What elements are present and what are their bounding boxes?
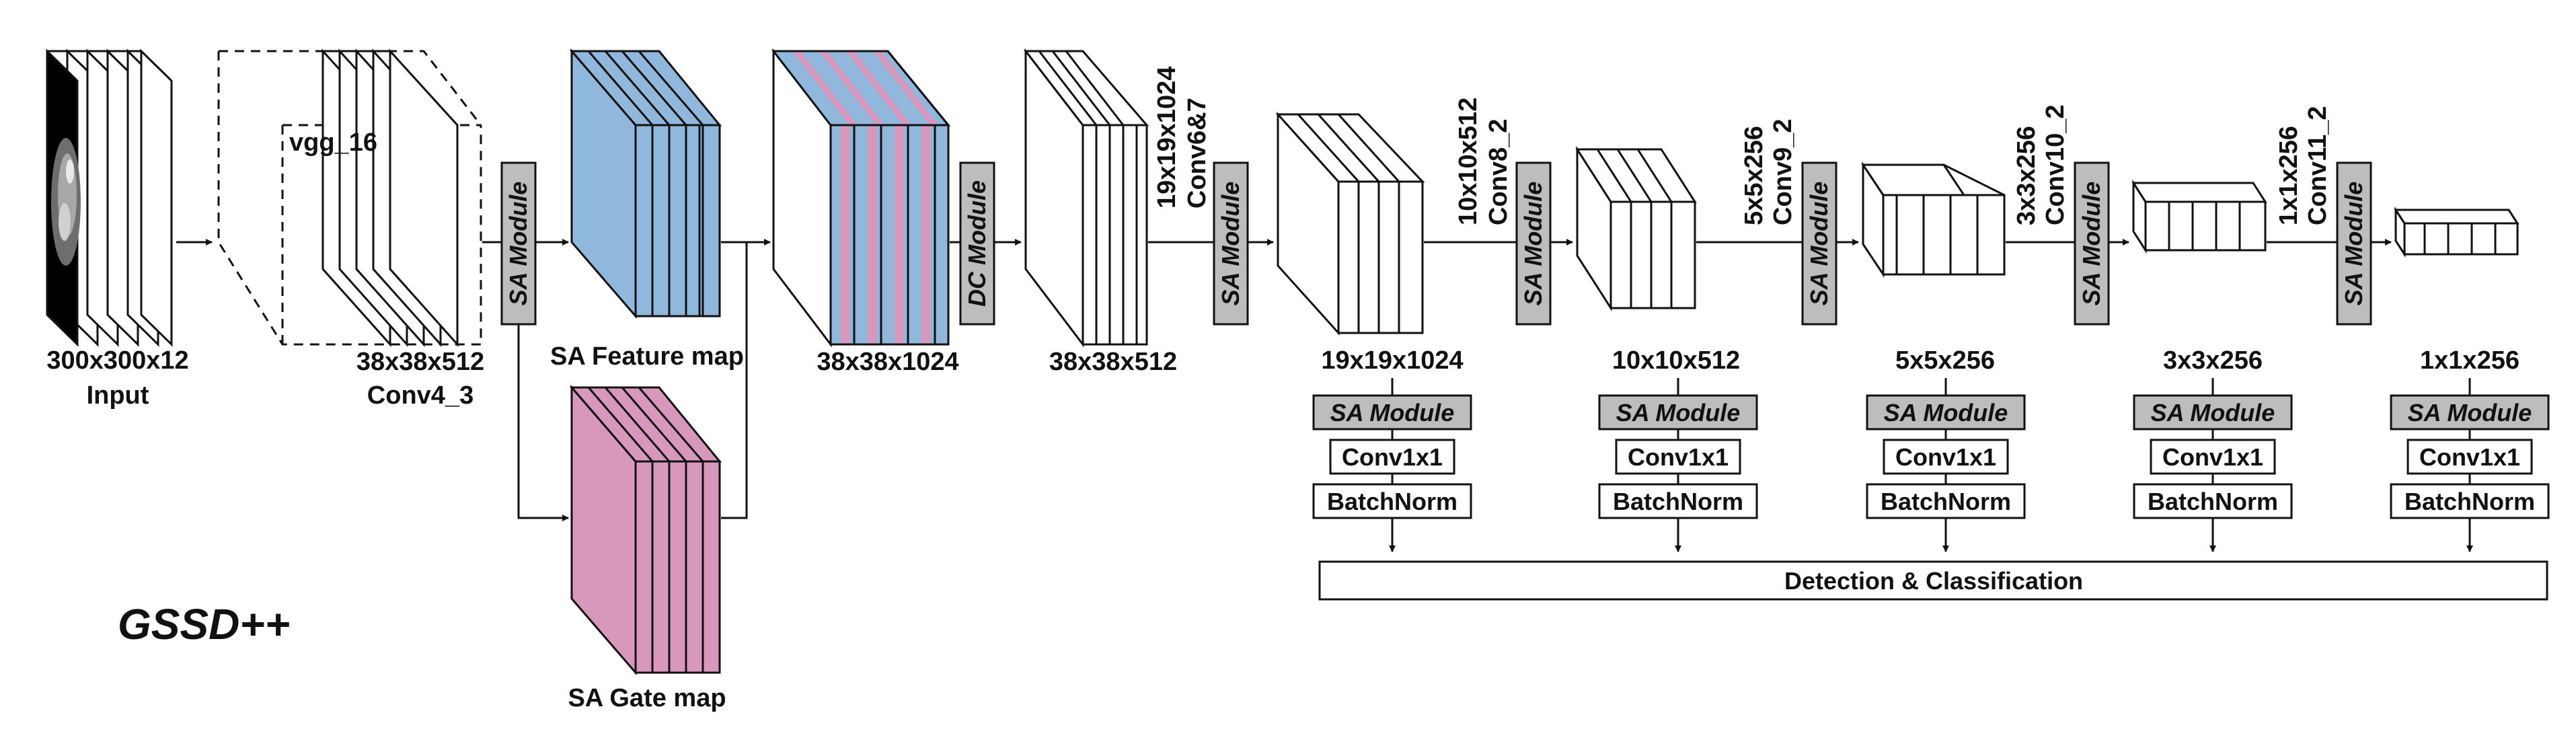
dc-output-block: 38x38x512 xyxy=(1023,48,1177,376)
stage-3-arrow-layer: Conv9_2 xyxy=(1769,119,1797,225)
head-batchnorm-label: BatchNorm xyxy=(2404,488,2535,515)
stage-2-connector: 10x10x512 Conv8_2 xyxy=(1424,98,1517,244)
stage-1-arrow-size: 19x19x1024 xyxy=(1153,67,1181,209)
sa-module-backbone-label: SA Module xyxy=(504,182,532,306)
detection-classification-label: Detection & Classification xyxy=(1784,567,2083,595)
sa-feature-map: SA Feature map xyxy=(550,48,744,371)
head-conv-label: Conv1x1 xyxy=(1628,443,1729,471)
stage-5-connector: 1x1x256 Conv11_2 xyxy=(2267,106,2337,244)
stage-3-arrow-size: 5x5x256 xyxy=(1740,126,1768,225)
stage-5-arrow-size: 1x1x256 xyxy=(2275,126,2303,225)
head-sa-module-label: SA Module xyxy=(2408,399,2532,426)
concat-pink-stripes xyxy=(792,51,938,344)
ct-slice-image xyxy=(46,48,81,347)
conv4-3-slices xyxy=(321,48,459,347)
stage-2-arrow-size: 10x10x512 xyxy=(1454,98,1482,225)
input-name-label: Input xyxy=(87,381,149,410)
head-sa-module-label: SA Module xyxy=(1884,399,2008,426)
head-batchnorm-box xyxy=(2133,483,2293,519)
stage-3-feature-block xyxy=(1861,161,2006,278)
stage-2-feature-block xyxy=(1575,145,1697,312)
sa-gate-map-slices xyxy=(569,384,722,676)
head-batchnorm-box xyxy=(1598,483,1758,519)
stage-3-connector: 5x5x256 Conv9_2 xyxy=(1696,119,1803,244)
head-batchnorm-box xyxy=(1866,483,2026,519)
sa-module-stage-1-label: SA Module xyxy=(1217,182,1244,306)
diagram-title: GSSD++ xyxy=(118,600,290,648)
detection-classification-bar: Detection & Classification xyxy=(1318,560,2548,601)
sa-module-stage-3-label: SA Module xyxy=(1805,182,1833,306)
sa-feature-map-label: SA Feature map xyxy=(550,342,744,371)
conv4-3-layer-label: Conv4_3 xyxy=(367,381,473,410)
concat-size-label: 38x38x1024 xyxy=(817,348,958,376)
stage-4-size-label: 3x3x256 xyxy=(2163,346,2263,375)
head-sa-module-box xyxy=(2133,394,2293,431)
vgg-backbone: vgg_16 38x38x512 Conv4_3 xyxy=(217,48,484,410)
line-gate-to-merge xyxy=(721,242,748,519)
sa-module-stage-5-label: SA Module xyxy=(2340,182,2367,306)
dc-output-slices xyxy=(1023,48,1149,348)
sa-module-stage-4: SA Module xyxy=(2074,161,2110,326)
head-conv-label: Conv1x1 xyxy=(1895,443,1996,471)
stage-4-arrow-layer: Conv10_2 xyxy=(2041,104,2070,225)
stage-4-connector: 3x3x256 Conv10_2 xyxy=(2006,104,2075,244)
head-batchnorm-label: BatchNorm xyxy=(2148,488,2278,515)
dc-output-size-label: 38x38x512 xyxy=(1049,348,1177,376)
sa-module-stage-5: SA Module xyxy=(2336,161,2372,326)
stage-5-arrow-layer: Conv11_2 xyxy=(2304,106,2332,225)
dc-module: DC Module xyxy=(959,161,995,326)
stage-2-size-label: 10x10x512 xyxy=(1612,346,1740,375)
head-conv-label: Conv1x1 xyxy=(1342,443,1443,471)
input-block: 300x300x12 Input xyxy=(46,48,189,410)
head-conv-box xyxy=(1883,439,2009,475)
sa-module-stage-4-label: SA Module xyxy=(2078,182,2105,306)
head-sa-module-label: SA Module xyxy=(2151,399,2275,426)
head-batchnorm-box xyxy=(1312,483,1472,519)
head-sa-module-box xyxy=(1866,394,2026,431)
head-batchnorm-label: BatchNorm xyxy=(1613,488,1743,515)
stage-1-size-label: 19x19x1024 xyxy=(1321,346,1463,375)
vgg-label: vgg_16 xyxy=(289,128,377,157)
stage-3-size-label: 5x5x256 xyxy=(1895,346,1995,375)
stage-2-arrow-layer: Conv8_2 xyxy=(1484,119,1513,225)
dc-module-label: DC Module xyxy=(963,180,991,307)
sa-feature-map-slices xyxy=(569,48,722,320)
head-conv-box xyxy=(2150,439,2276,475)
sa-module-stage-2: SA Module xyxy=(1515,161,1552,326)
stage-1-arrow-layer: Conv6&7 xyxy=(1183,98,1211,209)
head-batchnorm-box xyxy=(2390,483,2550,519)
sa-module-stage-1: SA Module xyxy=(1213,161,1249,326)
head-sa-module-label: SA Module xyxy=(1616,399,1741,426)
concat-feature-block: 38x38x1024 xyxy=(771,48,959,376)
stage-1-connector: 19x19x1024 Conv6&7 xyxy=(1148,67,1214,244)
head-conv-label: Conv1x1 xyxy=(2162,443,2263,471)
sa-module-stage-3: SA Module xyxy=(1801,161,1838,326)
head-conv-box xyxy=(1329,439,1455,475)
sa-module-backbone: SA Module xyxy=(500,161,537,326)
sa-gate-map: SA Gate map xyxy=(568,384,726,712)
conv4-3-size-label: 38x38x512 xyxy=(356,348,484,376)
line-sa-to-gate xyxy=(517,324,569,521)
stage-4-feature-block xyxy=(2131,179,2267,254)
concat-slice-lines xyxy=(773,50,950,346)
sa-module-stage-2-label: SA Module xyxy=(1519,182,1547,306)
sa-gate-map-label: SA Gate map xyxy=(568,684,726,712)
input-size-label: 300x300x12 xyxy=(46,346,188,375)
head-sa-module-label: SA Module xyxy=(1330,399,1455,426)
head-batchnorm-label: BatchNorm xyxy=(1327,488,1457,515)
stage-1-feature-block xyxy=(1275,112,1425,336)
head-batchnorm-label: BatchNorm xyxy=(1881,488,2011,515)
stage-4-arrow-size: 3x3x256 xyxy=(2012,126,2041,225)
stage-5-feature-block xyxy=(2394,206,2520,258)
head-conv-label: Conv1x1 xyxy=(2419,443,2520,471)
stage-5-size-label: 1x1x256 xyxy=(2420,346,2520,375)
